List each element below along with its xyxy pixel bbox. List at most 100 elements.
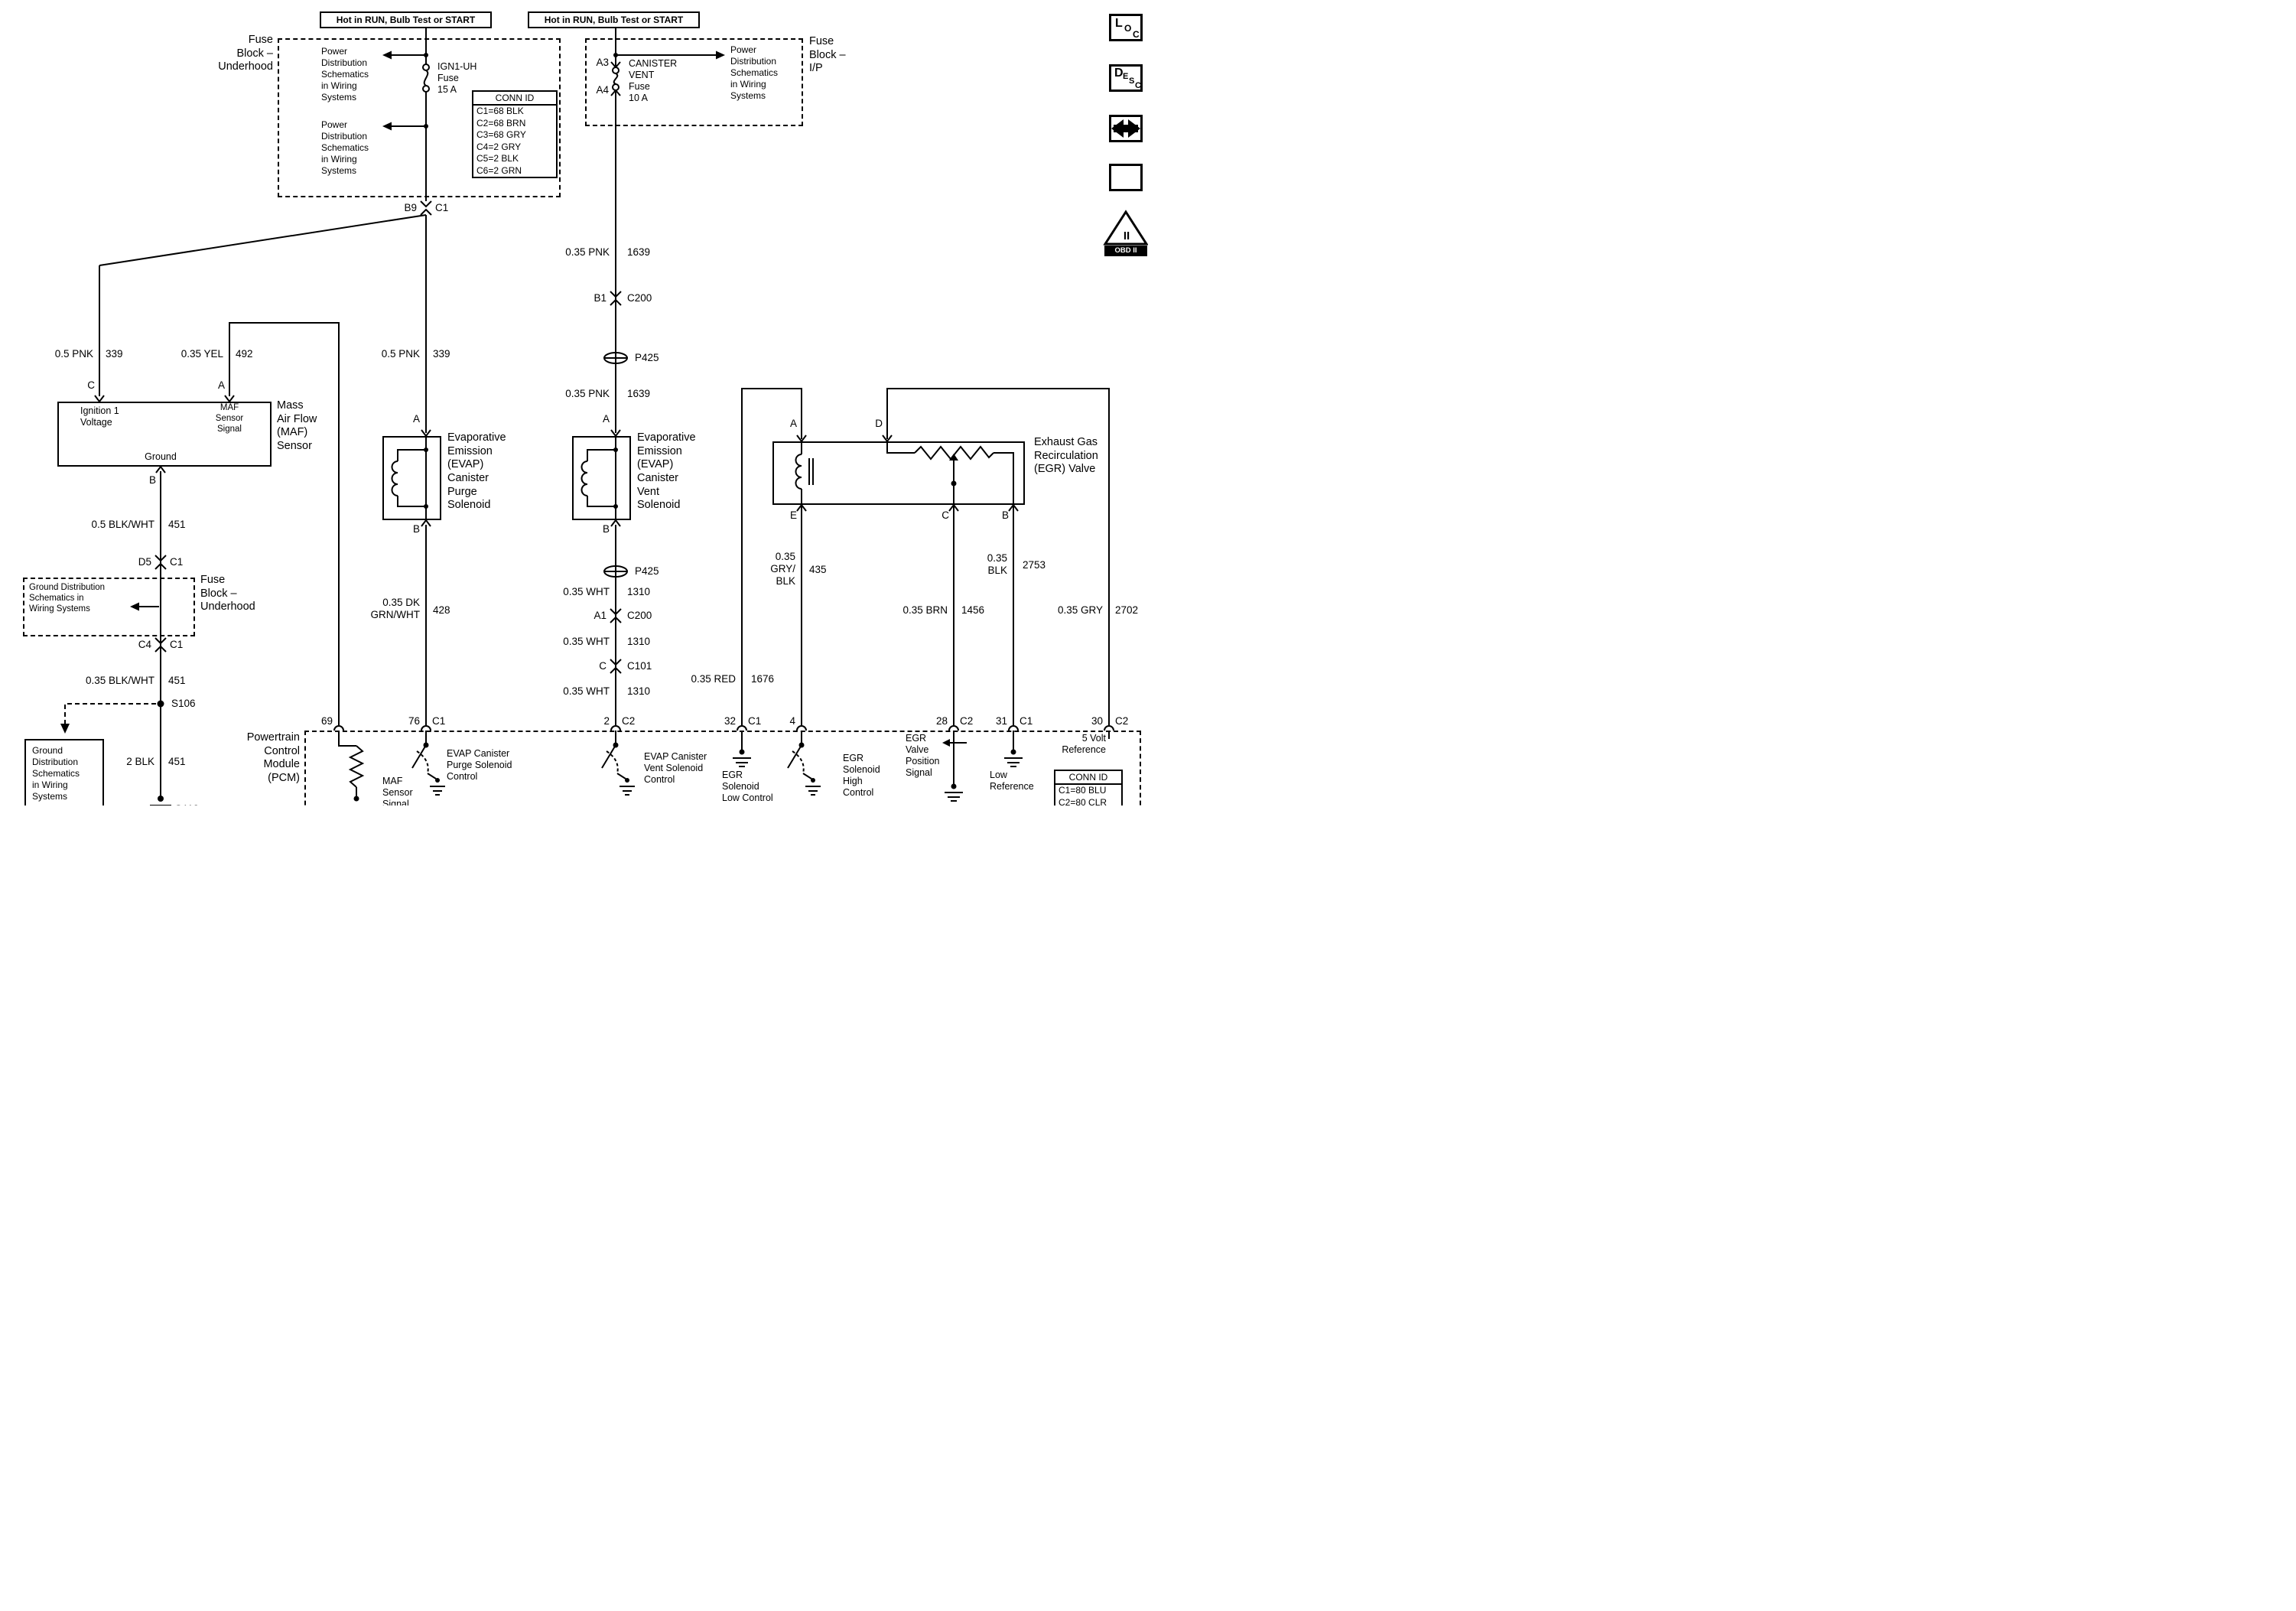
splice-s106-label: S106 — [171, 698, 196, 709]
junction-dots — [157, 53, 1016, 802]
pcm-fn-purge-control: EVAP Canister Purge Solenoid Control — [447, 748, 512, 782]
connector-b1: B1 — [594, 292, 607, 304]
conn-id-row: C2=68 BRN — [476, 117, 526, 129]
circuit-egr-pos: 1456 — [961, 604, 985, 616]
maf-signal-label: MAF Sensor Signal — [215, 403, 244, 434]
power-dist-note-top: Power Distribution Schematics in Wiring … — [321, 46, 369, 103]
maf-pin-c: C — [87, 379, 95, 391]
loc-letter-l: L — [1115, 17, 1123, 30]
wiring-svg — [60, 28, 1148, 806]
purge-pin-b: B — [412, 523, 420, 535]
circuit-egr-low: 1676 — [751, 673, 775, 685]
obd2-triangle-icon — [1103, 210, 1148, 246]
wire-label-maf-sig: 0.35 YEL — [180, 348, 223, 360]
connector-d5: D5 — [138, 556, 151, 568]
connector-a1: A1 — [594, 610, 607, 621]
pcm-fn-low-ref: Low Reference — [990, 770, 1034, 792]
conn-id-row: C2=80 CLR — [1059, 796, 1107, 806]
pcm-fn-vent-control: EVAP Canister Vent Solenoid Control — [644, 751, 707, 785]
pcm-pin-69: 69 — [320, 715, 333, 727]
fuse-block-ip-label: Fuse Block – I/P — [809, 35, 846, 75]
conn-id-row: C4=2 GRY — [476, 141, 522, 152]
evap-purge-name: Evaporative Emission (EVAP) Canister Pur… — [447, 431, 506, 512]
pcm-pin-31-conn: C1 — [1020, 715, 1033, 727]
ground-g113-label: G113 — [174, 803, 199, 806]
egr-pin-e: E — [789, 509, 797, 521]
pcm-box — [304, 731, 1141, 806]
pcm-pin-30-conn: C2 — [1115, 715, 1129, 727]
circuit-vent-ctl-1: 1310 — [627, 586, 651, 597]
connector-c4: C4 — [138, 639, 151, 650]
desc-button[interactable]: D E S C — [1109, 64, 1143, 92]
conn-id-row: C5=2 BLK — [476, 153, 519, 164]
fuse-block-underhood-box — [278, 38, 561, 197]
wire-label-egr-high: 0.35 GRY/ BLK — [770, 551, 795, 587]
wire-label-vent-ctl-3: 0.35 WHT — [563, 685, 610, 697]
pcm-pin-31: 31 — [995, 715, 1007, 727]
circuit-egr-5v: 2702 — [1115, 604, 1139, 616]
conn-id-table-top: CONN ID C1=68 BLK C2=68 BRN C3=68 GRY C4… — [472, 90, 558, 178]
pcm-pin-2: 2 — [603, 715, 610, 727]
power-dist-note-bottom: Power Distribution Schematics in Wiring … — [321, 119, 369, 176]
pcm-pin-32: 32 — [724, 715, 736, 727]
wire-label-purge-ctl: 0.35 DK GRN/WHT — [370, 597, 421, 620]
connector-d5-c1: C1 — [170, 556, 184, 568]
wire-label-vent-feed-lower: 0.35 PNK — [565, 388, 610, 399]
circuit-vent-ctl-3: 1310 — [627, 685, 651, 697]
wire-label-vent-ctl-1: 0.35 WHT — [563, 586, 610, 597]
pcm-pin-76: 76 — [408, 715, 420, 727]
circuit-vent-feed-upper: 1639 — [627, 246, 651, 258]
desc-letter-c: C — [1135, 81, 1141, 90]
maf-sensor-box — [57, 402, 272, 467]
loc-letter-o: O — [1124, 23, 1132, 34]
ip-pin-a4: A4 — [596, 84, 609, 96]
ground-dist-mid-text: Ground Distribution Schematics in Wiring… — [29, 583, 106, 613]
ground-g113-dot — [158, 796, 164, 802]
circuit-maf-gnd-mid: 451 — [168, 675, 186, 686]
circuit-purge-ctl: 428 — [433, 604, 450, 616]
maf-pin-b: B — [148, 474, 156, 486]
back-button[interactable] — [1109, 164, 1143, 191]
conn-id-table-top-title: CONN ID — [473, 92, 556, 106]
wire-label-maf-gnd-lower: 2 BLK — [126, 756, 154, 767]
maf-pin-a: A — [217, 379, 225, 391]
splice-symbols — [603, 352, 628, 578]
maf-sensor-name: Mass Air Flow (MAF) Sensor — [277, 399, 317, 453]
wire-label-egr-lowref: 0.35 BLK — [987, 552, 1007, 576]
ign1-uh-fuse-label: IGN1-UH Fuse 15 A — [437, 61, 477, 95]
fuse-block-ip-box — [585, 38, 803, 126]
pcm-name: Powertrain Control Module (PCM) — [246, 731, 300, 785]
connector-b1-c200: C200 — [627, 292, 652, 304]
egr-valve-box — [772, 441, 1025, 505]
circuit-purge-feed: 339 — [433, 348, 450, 360]
connector-a1-c200: C200 — [627, 610, 652, 621]
power-dist-note-ip: Power Distribution Schematics in Wiring … — [730, 44, 779, 101]
circuit-vent-ctl-2: 1310 — [627, 636, 651, 647]
desc-letter-d: D — [1114, 67, 1124, 80]
loc-button[interactable]: L O C — [1109, 14, 1143, 41]
circuit-egr-high: 435 — [809, 564, 827, 575]
connector-b9-c1: C1 — [435, 202, 449, 213]
pcm-pin-32-conn: C1 — [748, 715, 762, 727]
pcm-pin-2-conn: C2 — [622, 715, 636, 727]
wire-label-maf-gnd-mid: 0.35 BLK/WHT — [85, 675, 154, 686]
pcm-pin-28-conn: C2 — [960, 715, 974, 727]
connector-c-c101: C101 — [627, 660, 652, 672]
vent-pin-a: A — [602, 413, 610, 425]
wire-label-maf-ign: 0.5 PNK — [54, 348, 93, 360]
egr-pin-b: B — [1001, 509, 1009, 521]
egr-pin-c: C — [941, 509, 949, 521]
canister-vent-fuse-label: CANISTER VENT Fuse 10 A — [629, 58, 678, 103]
splice-s106-dot — [157, 700, 164, 708]
wire-label-egr-low: 0.35 RED — [691, 673, 736, 685]
forward-button[interactable] — [1109, 115, 1143, 142]
circuit-maf-sig: 492 — [236, 348, 253, 360]
desc-letter-e: E — [1123, 72, 1129, 81]
pcm-fn-maf-signal: MAF Sensor Signal — [382, 776, 413, 806]
wire-label-egr-pos: 0.35 BRN — [902, 604, 948, 616]
connector-c4-c1: C1 — [170, 639, 184, 650]
pcm-pin-76-conn: C1 — [432, 715, 446, 727]
fuse-block-underhood-label: Fuse Block – Underhood — [218, 34, 273, 73]
pcm-fn-egr-low: EGR Solenoid Low Control — [722, 770, 773, 803]
purge-pin-a: A — [412, 413, 420, 425]
